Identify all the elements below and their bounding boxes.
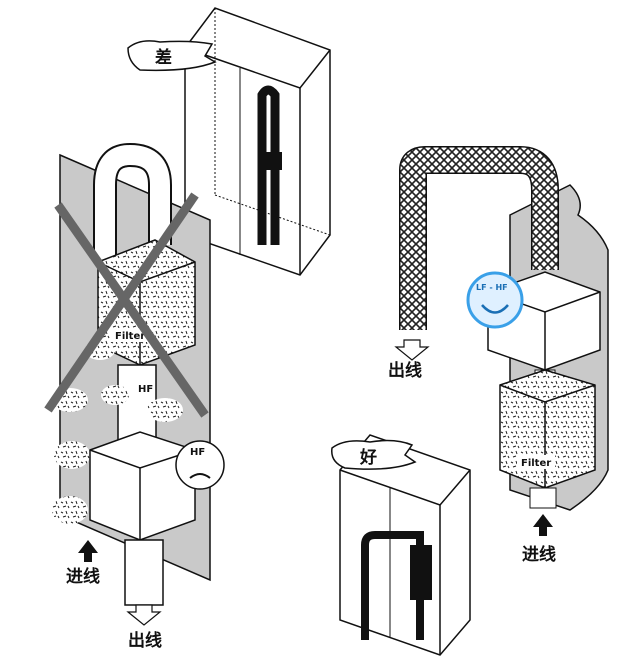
filter-box-right: Filter [499, 369, 596, 509]
out-label-right: 出线 [388, 360, 422, 381]
output-cable-left [124, 539, 164, 626]
shielded-cable-right [394, 146, 559, 361]
hf-face-label: HF [190, 447, 205, 458]
arrow-down-icon [394, 339, 430, 361]
label-good: 好 [331, 439, 417, 470]
filter-label-right: Filter [521, 458, 551, 469]
noise-clouds-left [52, 340, 183, 524]
good-label: 好 [359, 447, 377, 468]
arrow-up-icon [533, 514, 553, 536]
device-box-left [89, 431, 196, 541]
lf-hf-face-label: LF - HF [476, 283, 508, 292]
bad-cross-icon [44, 192, 209, 418]
hf-arrow-label: HF [138, 384, 153, 395]
arrow-up-icon [78, 540, 98, 562]
sad-face-icon: HF [175, 440, 225, 490]
label-bad: 差 [127, 40, 217, 72]
cable-loop-left [93, 142, 172, 260]
out-label-left: 出线 [128, 630, 162, 651]
happy-face-icon: LF - HF [466, 271, 524, 329]
arrow-down-icon [126, 604, 162, 626]
bad-label: 差 [155, 47, 172, 68]
cabinet-good [339, 434, 471, 656]
cabinet-bad [184, 7, 331, 276]
in-label-left: 进线 [66, 566, 100, 587]
in-label-right: 进线 [522, 544, 556, 565]
filter-label-left: Filter [115, 331, 145, 342]
